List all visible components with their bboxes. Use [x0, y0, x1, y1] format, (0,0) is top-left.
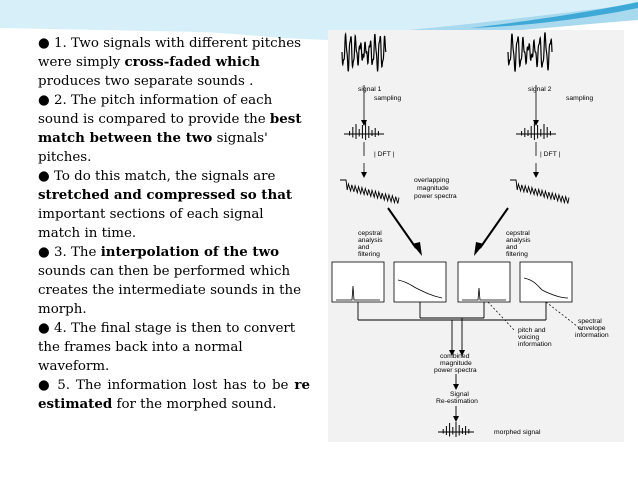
- spectrum-right: [510, 179, 570, 205]
- cepstral-left-2: analysis: [358, 237, 383, 244]
- combined-3: power spectra: [434, 367, 477, 374]
- bold-phrase: cross-faded which: [124, 54, 260, 70]
- combined-2: magnitude: [440, 360, 472, 367]
- pitch-voicing-3: information: [518, 341, 552, 348]
- bold-phrase: interpolation of the two: [100, 244, 280, 260]
- overlap-label-2: magnitude: [417, 185, 449, 192]
- text-run: for the morphed sound.: [112, 397, 277, 412]
- signal1-sampled-spikes: [344, 122, 384, 140]
- signal2-sampled-spikes: [516, 122, 556, 140]
- cepstral-right-1: cepstral: [506, 230, 530, 237]
- reest-1: Signal: [450, 391, 469, 398]
- cepstrum-trace-2: [397, 279, 443, 299]
- bullet-text-block: ● 1. Two signals with different pitches …: [38, 34, 310, 414]
- pitch-voicing-2: voicing: [518, 334, 539, 341]
- dft-left-label: | DFT |: [374, 151, 395, 158]
- bold-phrase: best match between the two: [38, 111, 302, 146]
- cepstral-left-4: filtering: [358, 251, 380, 258]
- text-run: ● 2. The pitch information of each sound…: [38, 93, 273, 127]
- cepstrum-box-1: [331, 261, 385, 303]
- cepstrum-box-3: [457, 261, 511, 303]
- cepstral-left-1: cepstral: [358, 230, 382, 237]
- cepstrum-box-4: [519, 261, 573, 303]
- morphed-signal-spikes: [438, 422, 474, 437]
- cepstrum-trace-1: [336, 285, 380, 301]
- spectral-env-3: information: [575, 332, 609, 339]
- text-run: ● 4. The final stage is then to convert …: [38, 321, 296, 374]
- cepstral-right-4: filtering: [506, 251, 528, 258]
- bullet-paragraph: ● To do this match, the signals are stre…: [38, 167, 310, 243]
- text-run: sounds can then be performed which creat…: [38, 264, 302, 317]
- morphing-diagram: signal 1 signal 2 sampling sampling | DF…: [328, 30, 624, 442]
- signal2-label: signal 2: [528, 86, 552, 93]
- dft-right-label: | DFT |: [540, 151, 561, 158]
- cepstrum-box-2: [393, 261, 447, 303]
- text-run: important sections of each signal match …: [38, 207, 264, 241]
- text-run: signals' pitches.: [38, 131, 268, 165]
- spectral-env-1: spectral: [578, 318, 602, 325]
- overlap-label-1: overlapping: [414, 177, 449, 184]
- spectral-env-2: envelope: [578, 325, 606, 332]
- combined-1: combined: [440, 353, 470, 360]
- signal1-waveform: [341, 31, 387, 72]
- bullet-paragraph: ● 4. The final stage is then to convert …: [38, 319, 310, 376]
- bullet-paragraph: ● 3. The interpolation of the two sounds…: [38, 243, 310, 319]
- bullet-paragraph: ● 1. Two signals with different pitches …: [38, 34, 310, 91]
- cepstrum-trace-4: [523, 277, 569, 299]
- overlap-label-3: power spectra: [414, 193, 457, 200]
- text-run: ● 1. Two signals with different pitches …: [38, 36, 301, 70]
- spectrum-left: [340, 179, 400, 205]
- morphed-signal-label: morphed signal: [494, 429, 541, 436]
- sampling-right-label: sampling: [566, 95, 593, 102]
- cepstral-right-2: analysis: [506, 237, 531, 244]
- bold-phrase: stretched and compressed so that: [38, 187, 293, 203]
- cepstral-right-3: and: [506, 244, 518, 251]
- text-run: produces two separate sounds .: [38, 74, 254, 89]
- sampling-left-label: sampling: [374, 95, 401, 102]
- bullet-paragraph: ● 5. The information lost has to be re e…: [38, 376, 310, 414]
- text-run: ● To do this match, the signals are: [38, 169, 276, 184]
- figure-background: [328, 30, 624, 442]
- text-run: ● 5. The information lost has to be: [38, 378, 295, 393]
- cepstrum-trace-3: [462, 287, 506, 301]
- cepstral-left-3: and: [358, 244, 370, 251]
- bullet-paragraph: ● 2. The pitch information of each sound…: [38, 91, 310, 167]
- pitch-voicing-1: pitch and: [518, 327, 546, 334]
- signal1-label: signal 1: [358, 86, 382, 93]
- signal2-waveform: [507, 32, 553, 72]
- bold-phrase: re estimated: [38, 377, 310, 412]
- text-run: ● 3. The: [38, 245, 101, 260]
- reest-2: Re-estimation: [436, 398, 478, 405]
